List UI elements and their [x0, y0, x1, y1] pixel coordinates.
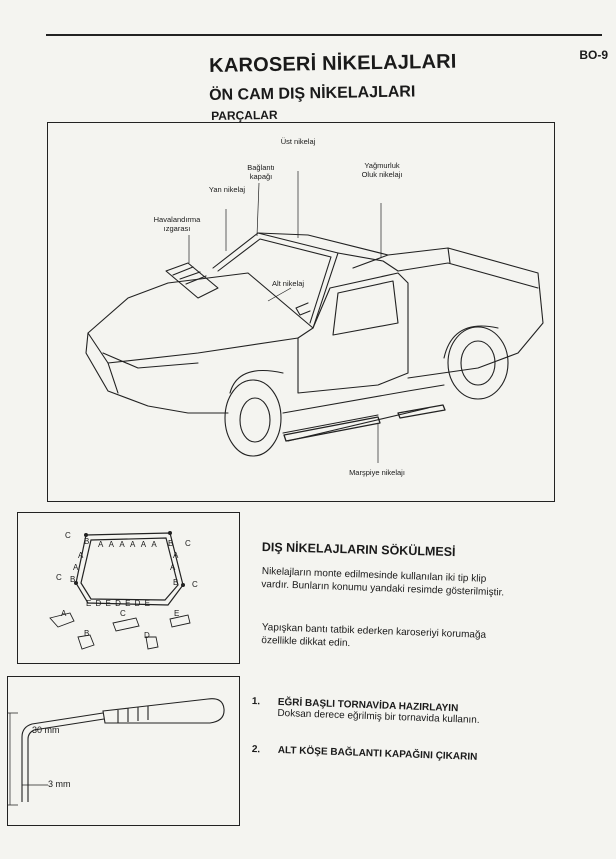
label-vent-grille: Havalandırma ızgarası — [153, 215, 201, 233]
page-subtitle: ÖN CAM DIŞ NİKELAJLARI — [209, 83, 416, 104]
page-title: KAROSERİ NİKELAJLARI — [209, 50, 457, 77]
truck-diagram: Havalandırma ızgarası Yan nikelaj Bağlan… — [47, 122, 555, 502]
clip-type-e: E — [174, 609, 180, 618]
clip-top-row: A A A A A A — [98, 540, 159, 549]
clip-type-c: C — [120, 609, 126, 618]
clip-type-d: D — [144, 631, 150, 640]
label-drip-molding: Yağmurluk Oluk nikelajı — [361, 161, 403, 179]
clip-label-b4: B — [173, 578, 179, 587]
step-2-number: 2. — [251, 744, 261, 756]
dim-tip: 3 mm — [48, 779, 71, 789]
clip-label-a4: A — [170, 563, 176, 572]
clip-label-a2: A — [73, 563, 79, 572]
clip-label-c4: C — [192, 580, 198, 589]
clip-label-c2: C — [185, 539, 191, 548]
step-1-number: 1. — [251, 696, 261, 708]
step-2-title: ALT KÖŞE BAĞLANTI KAPAĞINI ÇIKARIN — [277, 744, 478, 763]
truck-drawing — [85, 171, 544, 463]
clip-label-b2: B — [168, 539, 174, 548]
step-2: 2. ALT KÖŞE BAĞLANTI KAPAĞINI ÇIKARIN — [252, 744, 478, 763]
clip-diagram: C B A A A A A A B C A A A A C B B C E D … — [17, 512, 240, 664]
clip-label-a1: A — [78, 551, 84, 560]
section-paragraph-1: Nikelajların monte edilmesinde kullanıla… — [261, 566, 505, 598]
section-title: DIŞ NİKELAJLARIN SÖKÜLMESİ — [261, 540, 456, 560]
clip-type-b: B — [84, 629, 90, 638]
section-paragraph-2: Yapışkan bantı tatbik ederken karoseriyi… — [261, 622, 487, 649]
clip-drawing — [49, 531, 191, 650]
step-1: 1.EĞRİ BAŞLI TORNAVİDA HAZIRLAYIN Doksan… — [251, 696, 508, 728]
parts-heading: PARÇALAR — [211, 107, 278, 123]
clip-label-b3: B — [70, 575, 76, 584]
label-rocker-molding: Marşpiye nikelajı — [349, 468, 405, 477]
dim-height: 30 mm — [32, 725, 60, 735]
clip-label-a3: A — [173, 551, 179, 560]
clip-label-c: C — [65, 531, 71, 540]
screwdriver-drawing — [8, 698, 225, 806]
page-number: BO-9 — [579, 48, 608, 62]
clip-type-a: A — [61, 609, 67, 618]
screwdriver-diagram: 30 mm 3 mm — [7, 676, 240, 826]
clip-bottom-row: E D E D E D E — [86, 599, 152, 608]
label-upper-molding: Üst nikelaj — [280, 137, 316, 146]
clip-label-b: B — [84, 537, 90, 546]
label-lower-molding: Alt nikelaj — [271, 279, 305, 288]
clip-label-c3: C — [56, 573, 62, 582]
header-rule — [46, 34, 602, 36]
label-side-molding: Yan nikelaj — [208, 185, 246, 194]
label-joint-cover: Bağlantı kapağı — [247, 163, 275, 181]
